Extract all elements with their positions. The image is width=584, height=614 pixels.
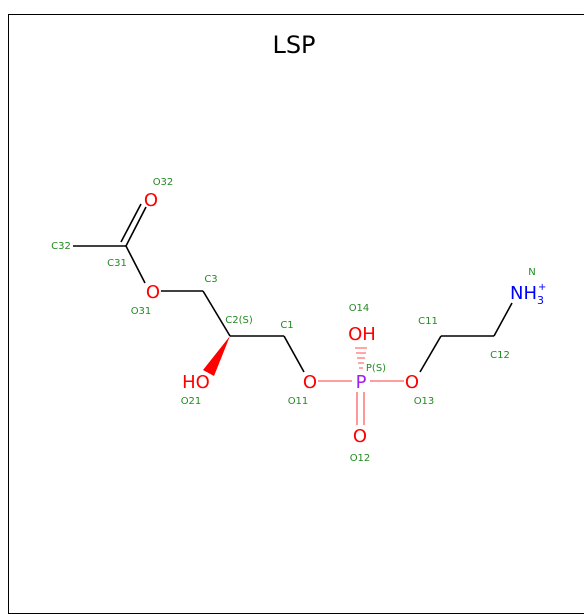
atom-n-subscript: 3 [537, 294, 544, 307]
label-o14: O14 [349, 303, 370, 314]
bond-c12-n [493, 302, 513, 337]
label-o13: O13 [414, 396, 435, 407]
label-p: P(S) [366, 363, 386, 374]
label-c32: C32 [51, 241, 71, 252]
bond-c31-o31 [125, 245, 146, 284]
label-n: N [528, 267, 535, 278]
label-o31: O31 [131, 306, 152, 317]
atom-n-symbol: NH [510, 283, 537, 304]
label-o32: O32 [153, 177, 174, 188]
bond-c3-c2 [202, 290, 231, 337]
label-o12: O12 [350, 453, 371, 464]
label-c2: C2(S) [225, 315, 253, 326]
label-c3: C3 [204, 274, 217, 285]
bond-c31-o32-double [120, 203, 142, 243]
label-o21: O21 [181, 396, 202, 407]
atom-o12: O [353, 426, 367, 447]
atom-p: P [356, 372, 367, 393]
bond-o13-c11 [419, 335, 442, 373]
label-c11: C11 [418, 316, 438, 327]
solid-wedge-c2-o21 [203, 336, 230, 376]
atom-o32: O [144, 190, 158, 211]
atom-o21: HO [182, 372, 210, 393]
label-c31: C31 [107, 258, 127, 269]
atom-o31: O [146, 282, 160, 303]
label-c12: C12 [490, 350, 510, 361]
atom-o13: O [405, 372, 419, 393]
atom-o11: O [303, 372, 317, 393]
bond-c31-o32 [125, 206, 147, 247]
bonds [73, 203, 513, 425]
atom-n-charge: + [538, 282, 546, 293]
atom-n: NH3 [510, 283, 544, 307]
atom-o14: OH [348, 324, 376, 345]
bond-c1-o11 [283, 335, 305, 373]
label-o11: O11 [288, 396, 309, 407]
molecule-diagram: LSP O O HO O P OH O O NH3 + O32 C32 C31 [51, 31, 546, 464]
label-c1: C1 [280, 320, 293, 331]
hashed-wedge-p-o14 [355, 347, 367, 369]
diagram-title: LSP [272, 31, 315, 59]
diagram-frame [8, 14, 584, 614]
